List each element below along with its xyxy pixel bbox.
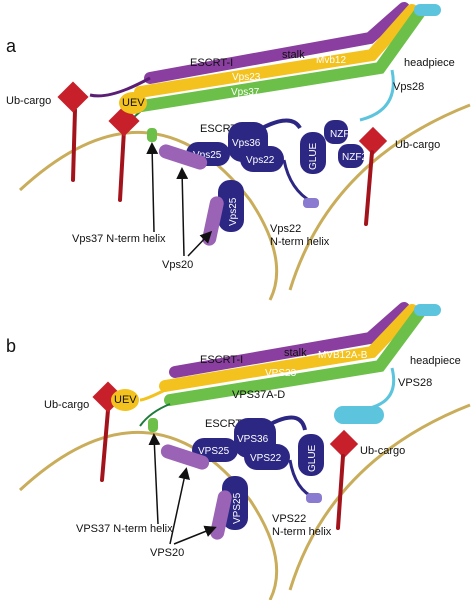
vps23-linker <box>139 388 166 402</box>
panel-letter: a <box>6 36 17 56</box>
ubcargo-left-label: Ub-cargo <box>44 399 89 411</box>
panel-b: b ESCRT-I stalk MVB12A-B headpiece VPS23… <box>6 302 471 600</box>
vps28-linker <box>359 69 395 122</box>
membrane-right <box>288 103 471 291</box>
arrow-vps20-lower <box>187 230 213 257</box>
vps23-label: Vps23 <box>232 72 261 83</box>
mvb12-band <box>144 2 410 84</box>
vps20-label: VPS20 <box>150 547 184 559</box>
vps37-helix-label: Vps37 N-term helix <box>72 233 166 245</box>
arrow-vps20-upper <box>169 467 190 545</box>
vps28-linker <box>369 367 396 410</box>
cargo-stem-right <box>336 454 345 530</box>
cargo-stem-left <box>100 408 110 482</box>
vps37-band <box>136 6 426 112</box>
arrow-vps37-helix <box>146 142 159 233</box>
arrow-vps20-lower <box>173 525 217 545</box>
glue-domain <box>298 434 324 476</box>
vps37-label: Vps37 <box>231 87 260 98</box>
cargo-stem-left-2 <box>118 128 126 202</box>
ubcargo-left-label: Ub-cargo <box>6 95 51 107</box>
vps20-label: Vps20 <box>162 259 193 271</box>
mvb12-band <box>169 302 410 378</box>
vps28-label: VPS28 <box>398 377 432 389</box>
vps22-helix-label-2: N-term helix <box>270 236 330 248</box>
vps37-label: VPS37A-D <box>232 389 285 401</box>
arrow-vps20-upper <box>176 167 189 257</box>
vps28-capsule <box>334 406 384 424</box>
uev-domain <box>111 389 139 411</box>
uev-domain <box>119 92 147 114</box>
cargo-stem-left-1 <box>71 108 77 182</box>
nzf1-domain <box>324 120 348 144</box>
vps25-lower-label: VPS25 <box>232 492 243 524</box>
vps20-upper <box>160 444 210 470</box>
cargo-head-right <box>329 429 359 459</box>
vps36-label: Vps36 <box>232 138 261 149</box>
glue-label: GLUE <box>307 444 318 472</box>
mvb12-label: Mvb12 <box>316 55 346 66</box>
vps25-upper-label: Vps25 <box>193 150 222 161</box>
vps23-band <box>159 304 418 392</box>
uev-label: UEV <box>114 394 137 406</box>
vps37-band <box>164 306 426 406</box>
vps37-helix-label: VPS37 N-term helix <box>76 523 173 535</box>
glue-domain <box>300 132 326 174</box>
vps28-label: Vps28 <box>393 81 424 93</box>
vps25-upper-label: VPS25 <box>198 446 230 457</box>
headpiece-label: headpiece <box>404 57 455 69</box>
panel-a: a ESCRT-I stalk Mvb12 headpiece Vps23 Vp… <box>6 2 471 301</box>
stalk-label: stalk <box>282 49 305 61</box>
vps22-label: VPS22 <box>250 453 282 464</box>
ubcargo-right-label: Ub-cargo <box>395 139 440 151</box>
vps20-upper <box>158 144 208 170</box>
arrow-vps37-helix <box>148 433 161 525</box>
nzf1-label: NZF1 <box>330 129 355 140</box>
uev-label: UEV <box>122 97 145 109</box>
escrt1-label: ESCRT-I <box>200 354 243 366</box>
vps36-label: VPS36 <box>237 434 269 445</box>
headpiece-label: headpiece <box>410 355 461 367</box>
vps22-domain <box>240 146 284 172</box>
nzf2-domain <box>338 144 364 168</box>
escrt1-label: ESCRT-I <box>190 57 233 69</box>
vps37-nterm-helix <box>148 418 158 432</box>
vps22-helix-label-1: Vps22 <box>270 223 301 235</box>
vps25-lower <box>218 180 244 232</box>
stalk-label: stalk <box>284 347 307 359</box>
vps37-nterm-helix <box>147 128 157 142</box>
vps25-lower <box>222 476 248 530</box>
mvb12-label: MVB12A-B <box>318 350 368 361</box>
vps23-band <box>134 4 418 98</box>
vps23-label: VPS23 <box>265 368 297 379</box>
vps22-helix-label-2: N-term helix <box>272 526 332 538</box>
cargo-head-left-1 <box>57 81 89 113</box>
vps25-lower-label: Vps25 <box>228 197 239 226</box>
vps22-helix-label-1: VPS22 <box>272 513 306 525</box>
vps22-nterm-helix <box>303 198 319 208</box>
vps22-domain <box>244 444 290 470</box>
membrane-right <box>288 403 471 591</box>
panel-letter: b <box>6 336 16 356</box>
ubcargo-right-label: Ub-cargo <box>360 445 405 457</box>
vps22-label: Vps22 <box>246 155 275 166</box>
vps37-linker <box>139 403 171 427</box>
membrane-left <box>18 131 279 301</box>
vps22-nterm-helix <box>306 493 322 503</box>
nzf2-label: NZF2 <box>342 152 367 163</box>
glue-label: GLUE <box>308 142 319 170</box>
mvb12-tail <box>89 76 151 98</box>
cargo-stem-right <box>364 150 374 226</box>
membrane-left <box>18 431 279 600</box>
